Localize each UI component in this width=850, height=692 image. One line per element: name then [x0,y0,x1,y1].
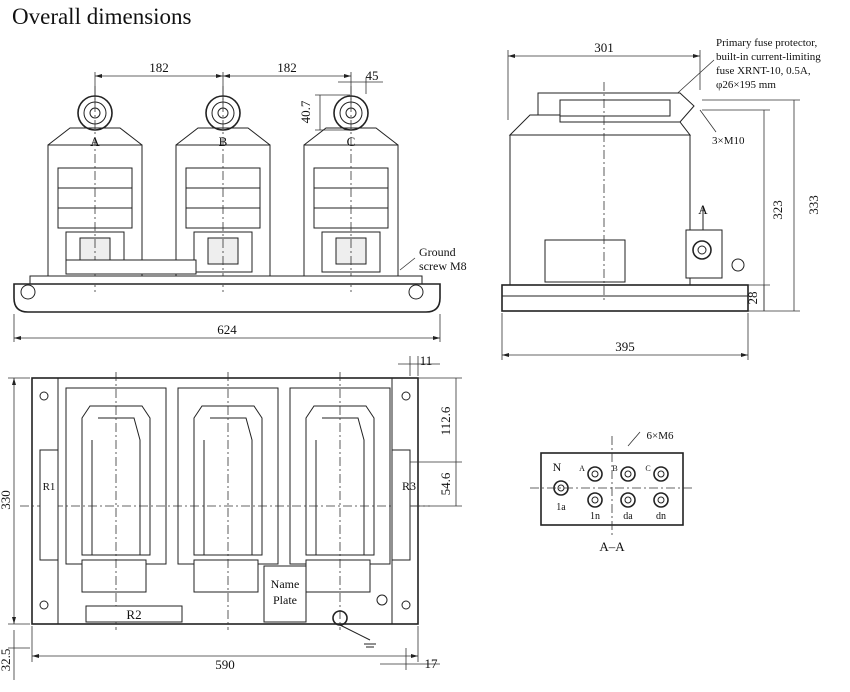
dim-top-width: 590 [215,657,235,672]
terminal-label-da: da [623,511,633,522]
label-r2: R2 [126,607,141,622]
dim-side-top-width: 301 [594,40,614,55]
terminal-label-1n: 1n [590,511,600,522]
ground-note-line-1: Ground [419,245,456,259]
label-r3: R3 [402,479,416,493]
section-view: 6×M6 N A B C 1a 1n da dn A–A [530,430,694,554]
terminal-label-b: B [612,464,617,473]
phase-column-b [175,86,271,292]
section-mark-a: A [698,202,708,217]
dim-top-11: 11 [420,353,433,368]
dim-top-54: 54.6 [438,472,453,495]
dim-front-width: 624 [217,322,237,337]
section-title: A–A [599,539,625,554]
fuse-note-line-2: built-in current-limiting [716,51,821,63]
name-plate-line-1: Name [271,577,300,591]
phase-label-b: B [219,134,228,149]
terminal-label-n: N [553,460,562,474]
name-plate-line-2: Plate [273,593,297,607]
page-title: Overall dimensions [12,4,192,29]
fuse-note-line-1: Primary fuse protector, [716,37,818,49]
top-view: R1 R3 R2 Name Plate 330 112.6 54.6 11 [0,353,462,680]
dim-side-height-2: 333 [806,195,821,215]
top-bay-b [177,372,279,630]
phase-label-c: C [347,134,356,149]
terminal-label-a: A [579,464,585,473]
dim-side-height-1: 323 [770,200,785,220]
dim-front-spacing-1: 182 [149,60,169,75]
label-r1: R1 [43,481,56,493]
phase-column-c [303,86,399,292]
side-screw-note: 3×M10 [712,135,745,147]
dim-side-base-width: 395 [615,339,635,354]
dim-top-112: 112.6 [438,406,453,435]
top-bay-a [65,372,167,630]
terminal-label-c: C [645,464,650,473]
dim-front-height: 40.7 [298,100,313,123]
section-screw-note: 6×M6 [647,430,674,442]
dim-top-32: 32.5 [0,649,13,672]
top-bay-c [289,372,391,630]
dim-front-spacing-2: 182 [277,60,297,75]
fuse-note-line-4: φ26×195 mm [716,79,776,91]
dim-top-17: 17 [425,656,439,671]
dim-side-base-height: 28 [745,292,760,305]
terminal-label-dn: dn [656,511,666,522]
front-view: 182 182 45 40.7 [13,60,467,342]
dim-front-offset: 45 [366,68,379,83]
dim-top-depth: 330 [0,490,13,510]
fuse-note-line-3: fuse XRNT-10, 0.5A, [716,65,811,77]
terminal-label-1a: 1a [556,502,566,513]
earth-symbol-icon [376,594,388,606]
phase-label-a: A [90,134,100,149]
ground-note-line-2: screw M8 [419,259,467,273]
side-view: 301 Primary fuse protector, built-in cur… [501,37,821,360]
